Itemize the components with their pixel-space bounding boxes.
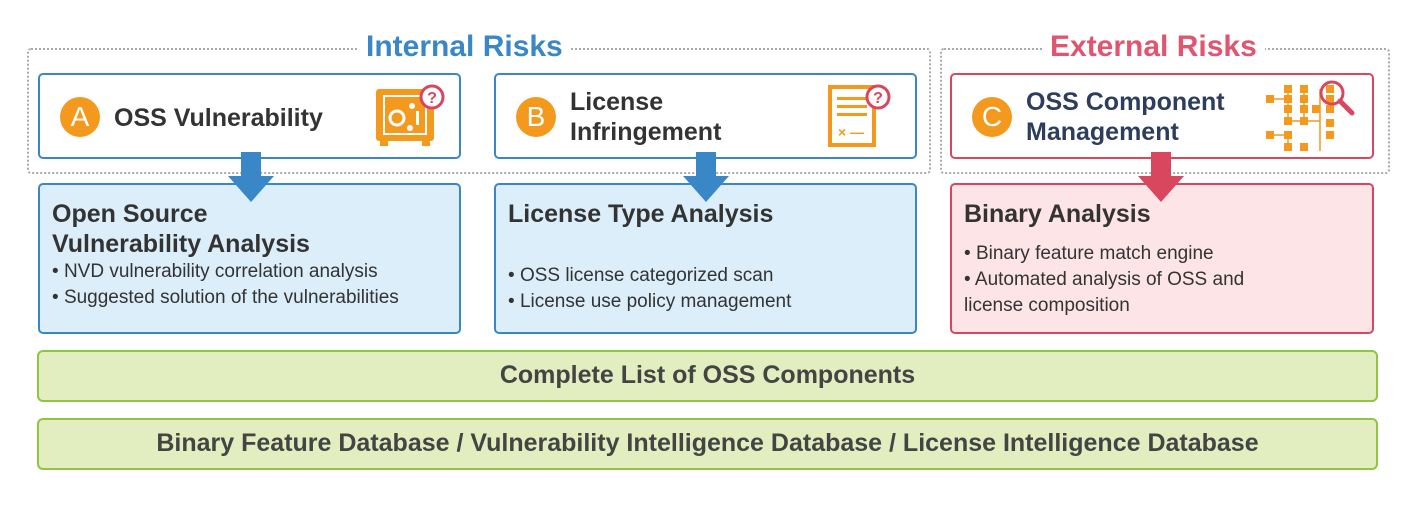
- list-item: License use policy management: [508, 289, 903, 315]
- risk-b-box: B License Infringement × — ?: [494, 73, 917, 159]
- external-risks-title: External Risks: [1042, 30, 1265, 64]
- letter-badge: B: [516, 97, 556, 137]
- analysis-title: Binary Analysis: [964, 200, 1151, 228]
- component-tree-search-icon: [1266, 80, 1355, 151]
- arrow-down-icon: [683, 152, 729, 202]
- arrow-down-icon: [228, 152, 274, 202]
- svg-text:?: ?: [873, 90, 883, 107]
- analysis-title: Open Source Vulnerability Analysis: [52, 200, 310, 258]
- svg-text:?: ?: [427, 90, 437, 107]
- analysis-a-box: Open Source Vulnerability Analysis NVD v…: [38, 183, 461, 334]
- document-question-icon: × — ?: [828, 84, 891, 147]
- analysis-list: OSS license categorized scanLicense use …: [508, 263, 903, 315]
- list-item: Suggested solution of the vulnerabilitie…: [52, 285, 447, 311]
- risk-label: OSS Component Management: [1026, 88, 1225, 146]
- letter-badge: C: [972, 97, 1012, 137]
- list-item: NVD vulnerability correlation analysis: [52, 259, 447, 285]
- risk-label: OSS Vulnerability: [114, 104, 323, 132]
- analysis-list: NVD vulnerability correlation analysisSu…: [52, 259, 447, 311]
- list-item: Automated analysis of OSS and license co…: [964, 267, 1304, 319]
- svg-text:× —: × —: [838, 124, 864, 140]
- analysis-list: Binary feature match engineAutomated ana…: [964, 241, 1304, 319]
- analysis-c-box: Binary Analysis Binary feature match eng…: [950, 183, 1374, 334]
- risk-a-box: A OSS Vulnerability ?: [38, 73, 461, 159]
- risk-label: License Infringement: [570, 88, 722, 146]
- analysis-b-box: License Type Analysis OSS license catego…: [494, 183, 917, 334]
- oss-components-layer: Complete List of OSS Components: [37, 350, 1378, 402]
- arrow-down-icon: [1138, 152, 1184, 202]
- list-item: Binary feature match engine: [964, 241, 1304, 267]
- list-item: OSS license categorized scan: [508, 263, 903, 289]
- analysis-title: License Type Analysis: [508, 200, 774, 228]
- databases-layer: Binary Feature Database / Vulnerability …: [37, 418, 1378, 470]
- risk-c-box: C OSS Component Management: [950, 73, 1374, 159]
- internal-risks-title: Internal Risks: [358, 30, 571, 64]
- letter-badge: A: [60, 97, 100, 137]
- safe-bug-icon: ?: [376, 84, 445, 146]
